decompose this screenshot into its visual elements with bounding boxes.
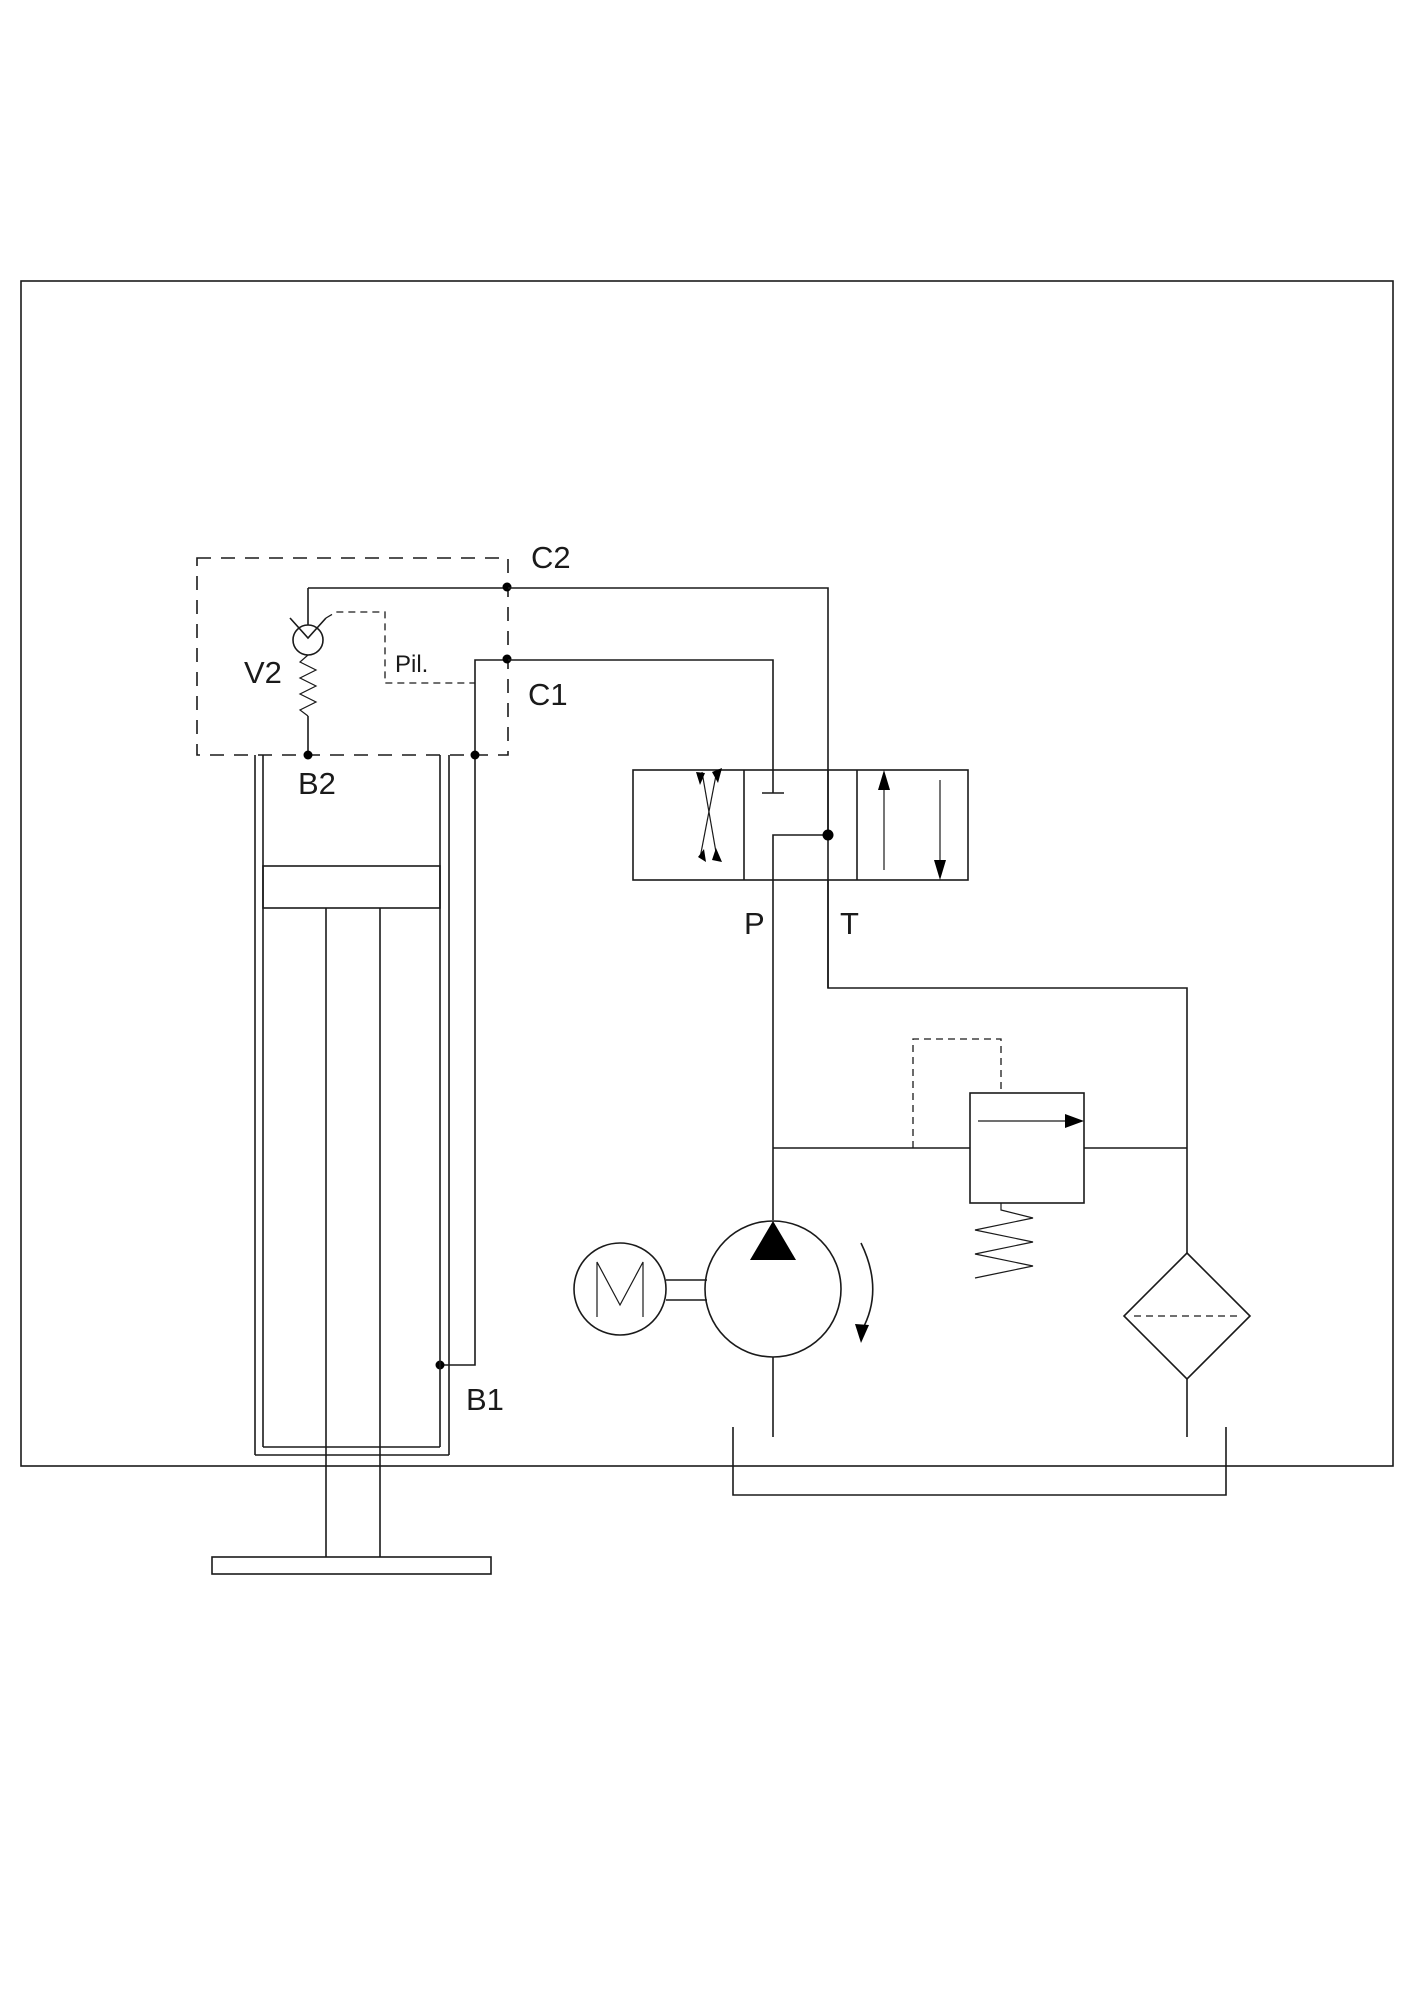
cross-arrow-head-1: [712, 768, 722, 783]
pilot-line: [325, 611, 475, 684]
check-valve-v2: [289, 588, 327, 755]
line-c1-internal: [474, 659, 508, 755]
relief-valve-arrow-head: [1065, 1114, 1084, 1128]
label-b2: B2: [298, 766, 336, 801]
junction-b1-top: [470, 750, 480, 760]
center-t-passage: [772, 770, 829, 880]
cross-arrow-head-2: [712, 848, 722, 862]
motor-pump-coupling: [666, 1279, 707, 1301]
pump-triangle: [750, 1221, 796, 1260]
line-c1-external: [508, 659, 774, 770]
cross-arrow-1: [699, 769, 718, 859]
label-c1: C1: [528, 677, 568, 712]
check-valve-ball: [292, 624, 324, 656]
cross-arrow-2: [701, 771, 718, 859]
junction-c1: [502, 654, 512, 664]
relief-valve-spring: [974, 1203, 1034, 1279]
cylinder-piston: [262, 865, 441, 909]
line-b1-pipe: [440, 755, 476, 1366]
label-pil: Pil.: [395, 651, 428, 678]
check-valve-spring: [298, 654, 318, 717]
directional-valve-body: [632, 769, 969, 881]
cross-arrow-head-4: [698, 849, 706, 862]
cross-arrow-head-3: [696, 772, 705, 785]
check-valve-seat: [289, 617, 327, 640]
label-c2: C2: [531, 540, 571, 575]
center-junction: [822, 829, 834, 841]
label-b1: B1: [466, 1382, 504, 1417]
relief-pilot-line: [912, 1038, 1002, 1148]
junction-c2: [502, 582, 512, 592]
relief-valve-body: [969, 1092, 1085, 1204]
parallel-arrow-down-head: [934, 860, 946, 880]
pressure-relief-valve: [912, 1038, 1085, 1279]
drawing-frame: [20, 280, 1394, 1467]
directional-valve: [632, 768, 969, 881]
filter: [1122, 1251, 1252, 1437]
parallel-arrow-up-head: [878, 770, 890, 790]
label-v2: V2: [244, 655, 282, 690]
label-t: T: [840, 906, 859, 941]
motor-m-symbol: [596, 1261, 644, 1317]
hydraulic-cylinder: [211, 755, 492, 1575]
pump-rotation-arrow: [860, 1242, 874, 1331]
hydraulic-pump: [704, 1220, 874, 1437]
motor-circle: [573, 1242, 667, 1336]
pump-rotation-arrow-head: [855, 1324, 869, 1343]
cylinder-foot-plate: [211, 1556, 492, 1575]
junction-b2: [303, 750, 313, 760]
tank: [732, 1427, 1227, 1496]
electric-motor: [573, 1242, 667, 1336]
label-p: P: [744, 906, 765, 941]
